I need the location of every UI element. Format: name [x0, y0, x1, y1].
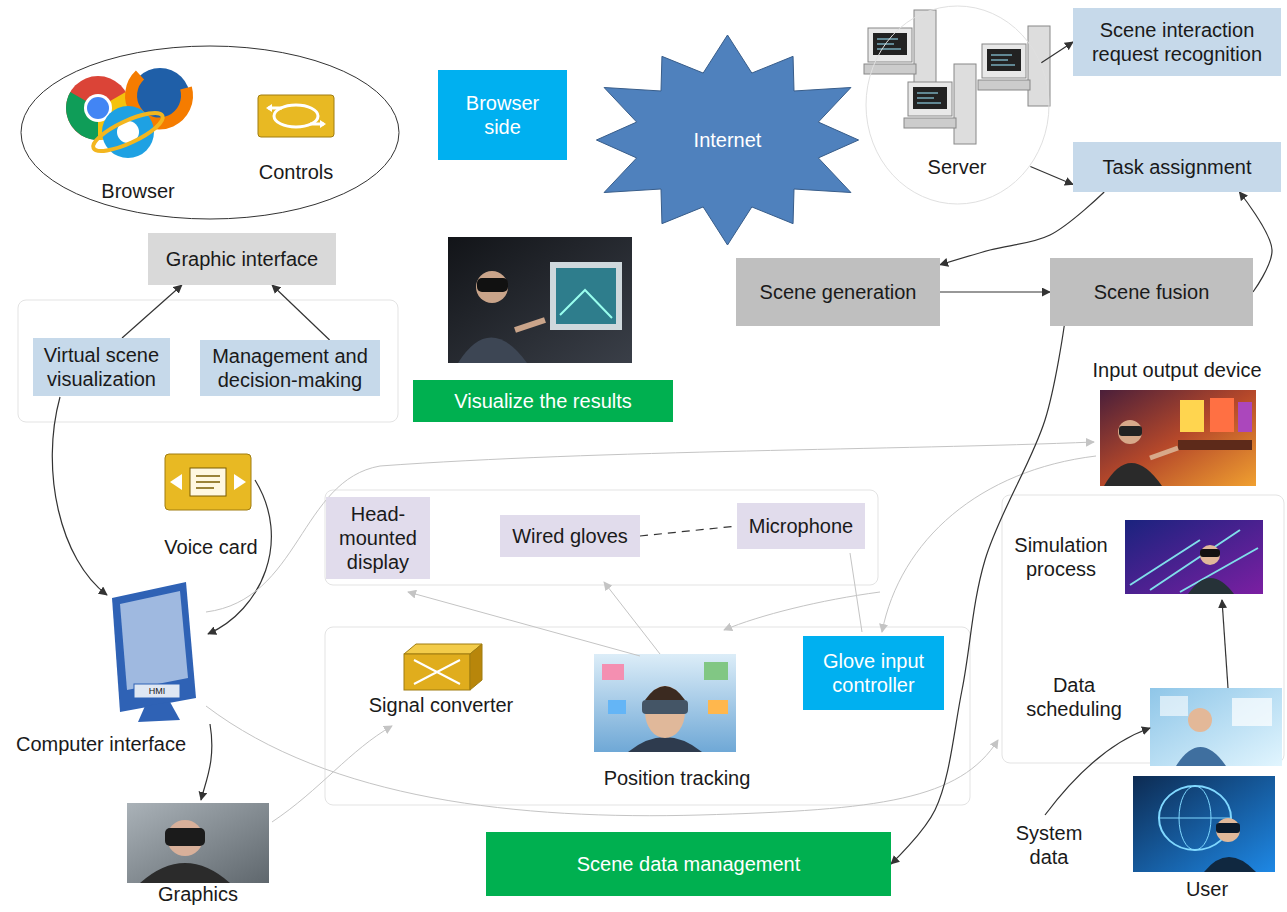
box-label: Virtual scene visualization [39, 343, 164, 391]
process-box: Virtual scene visualization [33, 338, 170, 396]
controls-icon [258, 95, 334, 137]
server-computers [864, 10, 1050, 144]
graphics-photo [127, 803, 269, 883]
part-label: Voice card [164, 535, 257, 559]
position-tracking-photo [594, 654, 736, 752]
label-anchor: System data [1004, 821, 1094, 869]
box-label: Scene data management [577, 852, 801, 876]
part-label: Computer interface [16, 732, 186, 756]
part-label: HMI [149, 686, 166, 697]
box-label: Scene fusion [1094, 280, 1210, 304]
browser-ellipse-outline [20, 45, 400, 220]
box-label: Scene interaction request recognition [1081, 18, 1273, 66]
text-anchor: Controls [259, 160, 333, 184]
result-box: Visualize the results [413, 380, 673, 422]
outline [866, 6, 1049, 204]
part-label: Input output device [1092, 358, 1261, 382]
connector [640, 526, 737, 536]
box-label: Visualize the results [454, 389, 632, 413]
data-scheduling-photo [1150, 688, 1282, 766]
part-label: Simulation process [1006, 533, 1116, 581]
box-label: Graphic interface [166, 247, 318, 271]
box-label: Controls [259, 160, 333, 184]
connector [940, 291, 1050, 292]
box-label: Glove input controller [809, 649, 938, 697]
box-label: Wired gloves [512, 524, 628, 548]
label-anchor: Simulation process [1006, 533, 1116, 581]
connector [891, 326, 1064, 864]
simulation-photo [1125, 520, 1263, 594]
outline [21, 46, 399, 219]
part-label: System data [1004, 821, 1094, 869]
connector [940, 192, 1104, 265]
io-device-photo [1100, 390, 1256, 486]
leader-line [52, 397, 1228, 822]
device-box: Wired gloves [500, 515, 640, 557]
controller-box: Glove input controller [803, 636, 944, 710]
signal-converter-icon [404, 644, 482, 690]
connector [1030, 167, 1073, 185]
process-box: Scene interaction request recognition [1073, 8, 1281, 76]
box-label: Server [928, 155, 987, 179]
browser-icons [66, 68, 190, 158]
part-label: Signal converter [369, 693, 514, 717]
vr-user-photo [448, 237, 632, 363]
process-box: Management and decision-making [200, 340, 380, 396]
label-anchor: User [1186, 877, 1228, 901]
box-label: Internet [694, 128, 762, 152]
part-label: Graphics [158, 882, 238, 906]
server-circle: Server [865, 5, 1050, 205]
connector [272, 285, 330, 340]
text-anchor: Browser [101, 179, 174, 203]
user-photo [1133, 776, 1275, 872]
label-anchor: Graphics [158, 882, 238, 906]
group-panel [18, 300, 1284, 805]
internet-star: Internet [585, 35, 870, 245]
result-box: Scene data management [486, 832, 891, 896]
connector [122, 285, 182, 338]
process-box: Task assignment [1073, 142, 1281, 192]
text-anchor: Server [928, 155, 987, 179]
label-anchor: HMI [149, 686, 166, 697]
box-label: Task assignment [1103, 155, 1252, 179]
part-label: Position tracking [604, 766, 751, 790]
browser-ellipse: Browser Controls [20, 45, 400, 220]
process-box: Scene fusion [1050, 258, 1253, 326]
box-label: Head-mounted display [332, 502, 424, 574]
connector [1041, 42, 1073, 63]
box-label: Browser side [453, 91, 553, 139]
process-box: Scene generation [736, 258, 940, 326]
box-label: Management and decision-making [206, 344, 374, 392]
device-box: Microphone [737, 503, 865, 549]
label-anchor: Position tracking [604, 766, 751, 790]
box-label: Scene generation [760, 280, 917, 304]
box-label: Microphone [749, 514, 854, 538]
device-box: Head-mounted display [326, 497, 430, 579]
label-anchor: Input output device [1092, 358, 1261, 382]
monitor-icon [112, 582, 196, 722]
part-label: User [1186, 877, 1228, 901]
outline [596, 35, 858, 245]
voice-card-icon [165, 454, 251, 510]
label-anchor: Computer interface [16, 732, 186, 756]
label-anchor: Data scheduling [1019, 673, 1129, 721]
box-label: Browser [101, 179, 174, 203]
process-box: Graphic interface [148, 233, 336, 285]
part-label: Data scheduling [1019, 673, 1129, 721]
label-anchor: Signal converter [369, 693, 514, 717]
process-box: Browser side [438, 70, 567, 160]
label-anchor: Voice card [164, 535, 257, 559]
